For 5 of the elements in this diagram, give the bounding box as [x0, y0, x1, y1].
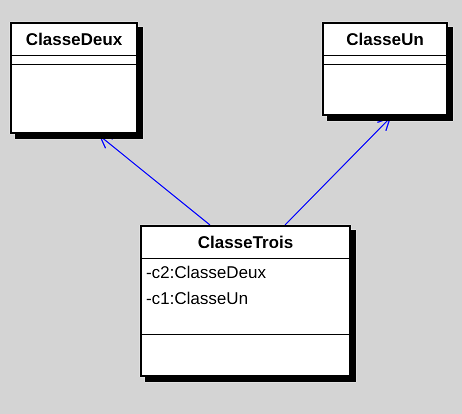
class-name: ClasseUn: [324, 24, 446, 56]
attribute: -c2:ClasseDeux: [146, 262, 267, 284]
class-name: ClasseTrois: [142, 227, 349, 259]
class-name: ClasseDeux: [12, 24, 136, 56]
attribute: -c1:ClasseUn: [146, 288, 250, 310]
